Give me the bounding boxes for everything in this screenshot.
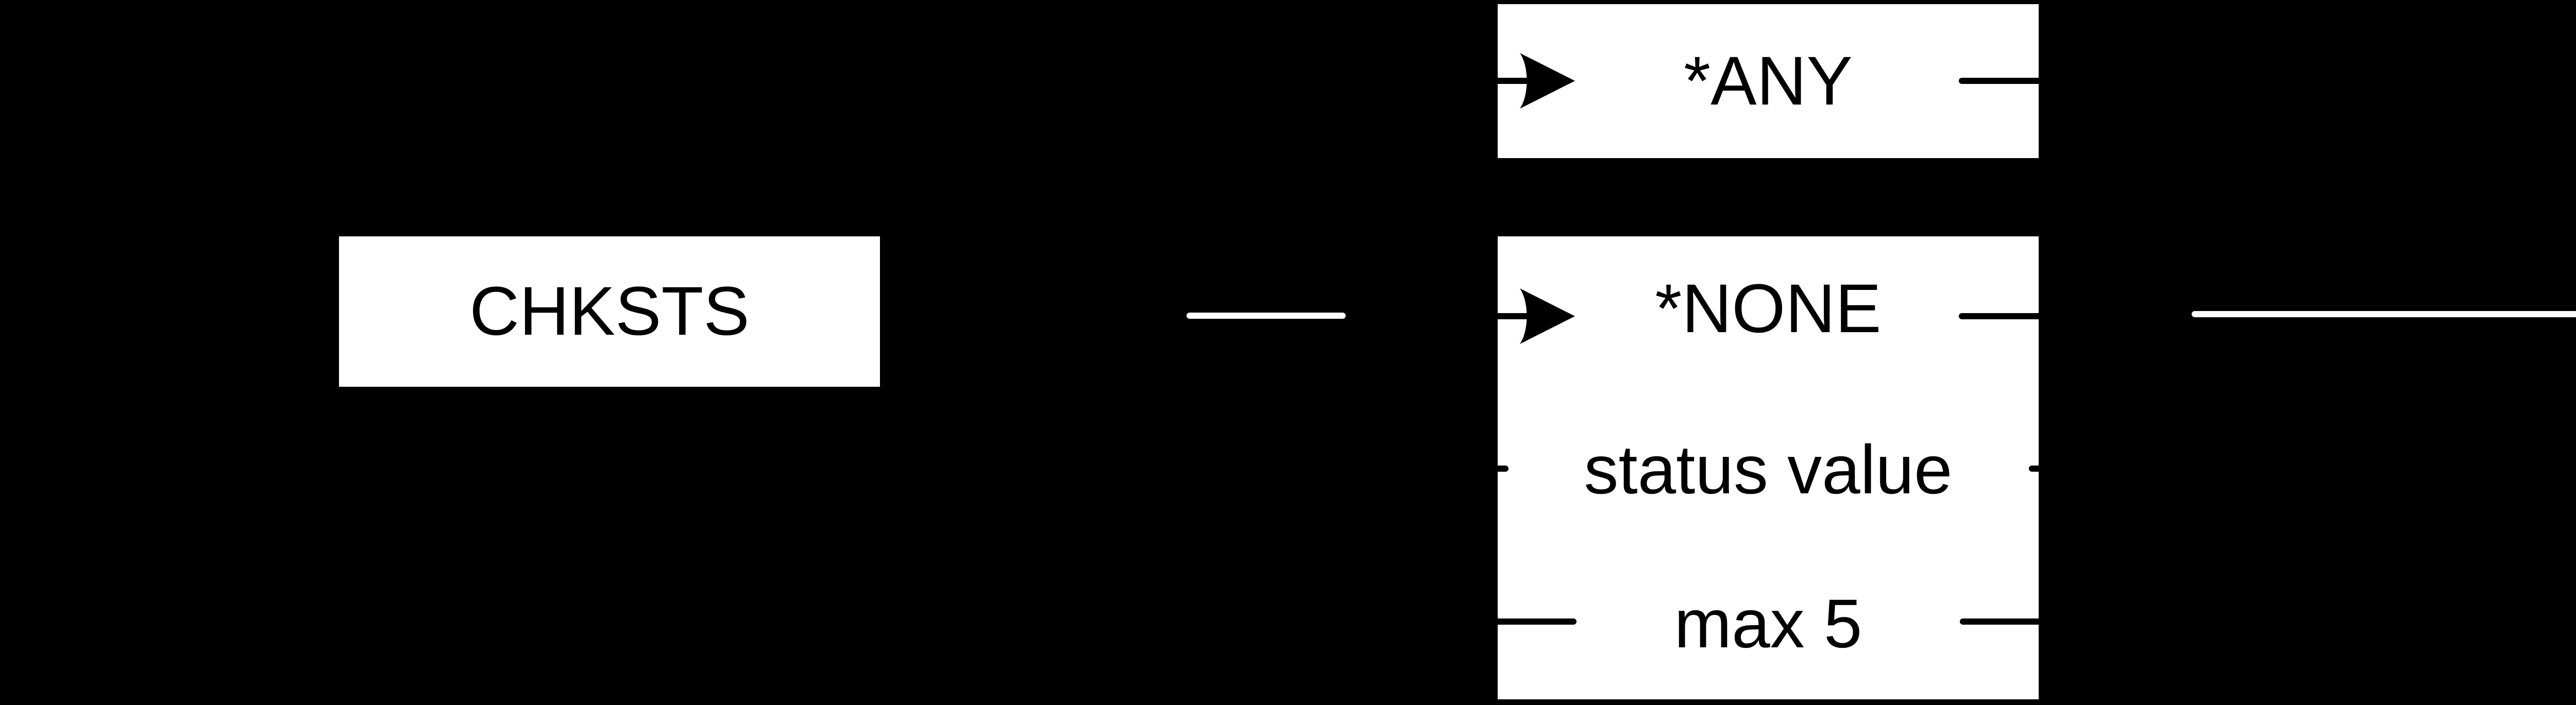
command-box: CHKSTS (339, 236, 880, 387)
connector-dash (1960, 618, 2039, 625)
option-label-status: status value (1584, 432, 1953, 508)
connector-line-left (1187, 313, 1346, 319)
option-box-any: *ANY (1498, 4, 2039, 158)
option-box-main: *NONE status value max 5 (1498, 236, 2039, 699)
connector-dash (2029, 466, 2039, 472)
option-label-max: max 5 (1674, 586, 1862, 662)
connector-dash (1959, 78, 2039, 84)
connector-dash (1959, 313, 2039, 319)
connector-line-right (2192, 311, 2576, 317)
command-label: CHKSTS (469, 273, 750, 350)
option-label-any: *ANY (1684, 43, 1853, 119)
arrow-right-icon (1498, 53, 1575, 109)
arrow-right-icon (1498, 288, 1575, 344)
connector-dash (1498, 618, 1577, 625)
option-label-none: *NONE (1655, 270, 1882, 347)
connector-dash (1498, 466, 1509, 472)
